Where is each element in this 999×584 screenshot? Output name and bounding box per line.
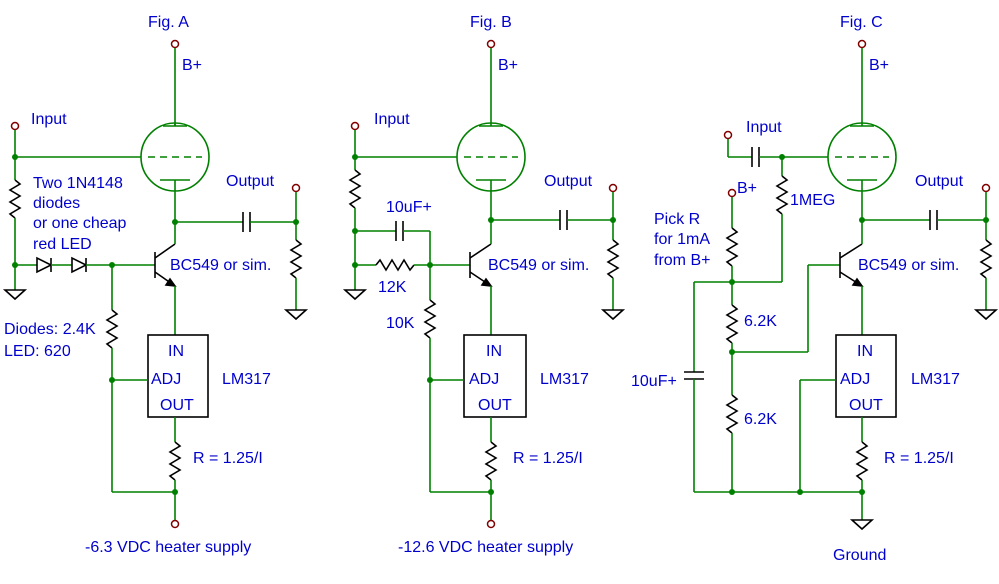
fig-b-transistor-label: BC549 or sim. (488, 257, 589, 274)
fig-c-r-bottom-label: 6.2K (744, 411, 777, 428)
fig-c-output-label: Output (915, 173, 964, 190)
fig-a-diode-note-3: or one cheap (33, 215, 127, 232)
fig-b-output-terminal (608, 183, 618, 193)
fig-c-ground-label: Ground (833, 547, 886, 564)
figure-b: Fig. B B+ Input 10uF+ 12K (342, 14, 626, 556)
fig-b-bplus-label: B+ (498, 57, 518, 74)
fig-a-reg-name: LM317 (222, 371, 271, 388)
fig-a-reg-in: IN (168, 343, 184, 360)
fig-c-bplus-terminal (857, 39, 867, 49)
fig-b-cap-label: 10uF+ (386, 199, 432, 216)
fig-b-r-adj-label: 10K (386, 315, 415, 332)
fig-b-reg-adj: ADJ (469, 371, 499, 388)
fig-a-transistor-label: BC549 or sim. (170, 257, 271, 274)
fig-c-pick-note-1: Pick R (654, 211, 700, 228)
fig-b-r-series-label: 12K (378, 279, 407, 296)
fig-c-r-grid-label: 1MEG (790, 192, 835, 209)
fig-b-lm317 (463, 334, 527, 418)
fig-a-lm317 (147, 334, 209, 418)
fig-c-tube (827, 122, 897, 220)
fig-c-pick-note-3: from B+ (654, 252, 710, 269)
fig-a-output-terminal (291, 183, 301, 193)
fig-b-reg-in: IN (486, 343, 502, 360)
fig-b-supply-label: -12.6 VDC heater supply (398, 539, 573, 556)
fig-a-output-label: Output (226, 173, 275, 190)
fig-b-output-label: Output (544, 173, 593, 190)
fig-c-bplus-small-terminal (727, 188, 737, 198)
fig-c-title: Fig. C (840, 14, 883, 31)
fig-a-res-note-1: Diodes: 2.4K (4, 321, 96, 338)
fig-a-diode-note-1: Two 1N4148 (33, 175, 123, 192)
figure-a: Fig. A B+ Input Two 1N4148 diodes or one… (2, 14, 309, 556)
fig-c-reg-adj: ADJ (840, 371, 870, 388)
fig-b-input-label: Input (374, 111, 410, 128)
fig-c-pick-note-2: for 1mA (654, 231, 710, 248)
fig-a-title: Fig. A (148, 14, 189, 31)
fig-a-supply-terminal (170, 519, 180, 529)
fig-a-transistor (154, 222, 177, 335)
fig-a-input-terminal (10, 121, 20, 131)
fig-a-bplus-label: B+ (182, 57, 202, 74)
fig-a-diode-2 (71, 256, 88, 274)
fig-a-res-note-2: LED: 620 (4, 343, 71, 360)
fig-a-reg-out: OUT (160, 397, 194, 414)
fig-c-transistor-label: BC549 or sim. (858, 257, 959, 274)
fig-c-input-terminal (723, 130, 733, 140)
fig-a-bplus-terminal (170, 39, 180, 49)
fig-c-reg-in: IN (857, 343, 873, 360)
fig-c-input-label: Input (746, 119, 782, 136)
fig-b-reg-out: OUT (478, 397, 512, 414)
fig-c-bplus-label: B+ (869, 57, 889, 74)
fig-a-diode-note-2: diodes (33, 195, 80, 212)
fig-b-transistor (469, 220, 493, 335)
figure-c: Fig. C B+ Input 1MEG B+ Pick R for 1 (631, 14, 999, 564)
fig-a-input-label: Input (31, 111, 67, 128)
fig-c-r-formula: R = 1.25/I (884, 450, 954, 467)
fig-c-r-top-label: 6.2K (744, 313, 777, 330)
fig-a-tube (140, 122, 210, 222)
fig-c-bplus-small-label: B+ (737, 180, 757, 197)
fig-c-cap-label: 10uF+ (631, 373, 677, 390)
fig-c-transistor (839, 220, 864, 335)
fig-b-tube (456, 122, 526, 220)
fig-b-input-terminal (350, 121, 360, 131)
fig-b-r-formula: R = 1.25/I (513, 450, 583, 467)
fig-b-bplus-terminal (486, 39, 496, 49)
fig-c-output-terminal (981, 183, 991, 193)
fig-a-r-formula: R = 1.25/I (193, 450, 263, 467)
fig-a-diode-note-4: red LED (33, 236, 92, 253)
fig-c-reg-name: LM317 (911, 371, 960, 388)
fig-a-diode-1 (36, 256, 53, 274)
fig-c-lm317 (835, 334, 897, 418)
fig-b-title: Fig. B (470, 14, 512, 31)
fig-b-supply-terminal (486, 519, 496, 529)
fig-c-reg-out: OUT (849, 397, 883, 414)
fig-a-reg-adj: ADJ (151, 371, 181, 388)
fig-a-supply-label: -6.3 VDC heater supply (85, 539, 251, 556)
fig-b-reg-name: LM317 (540, 371, 589, 388)
